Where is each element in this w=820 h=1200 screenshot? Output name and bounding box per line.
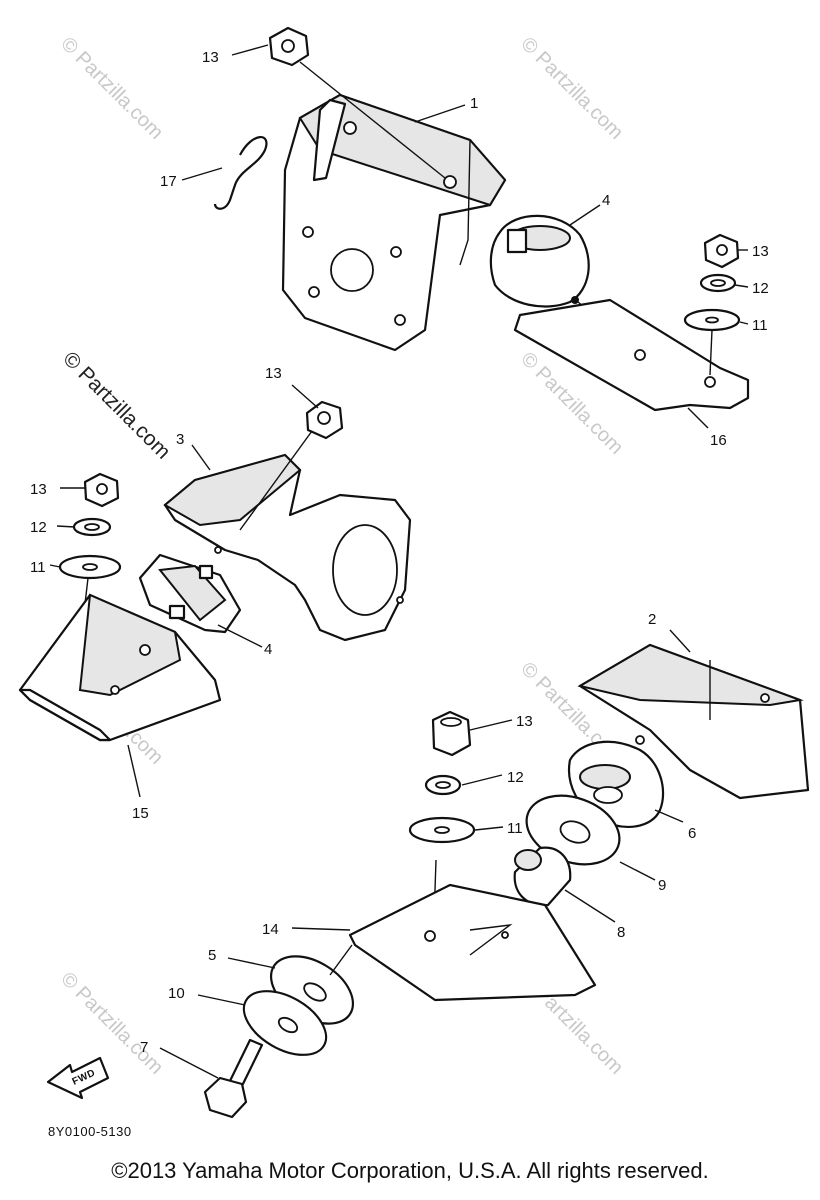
callout-4-lower: 4: [264, 641, 272, 658]
part-1-bracket: [281, 93, 507, 352]
callout-9: 9: [658, 877, 666, 894]
part-15-bracket: [18, 593, 222, 742]
copyright-notice: ©2013 Yamaha Motor Corporation, U.S.A. A…: [111, 1158, 709, 1183]
part-11-washer-center: [408, 816, 476, 921]
callout-16: 16: [710, 432, 727, 449]
part-12-washer-right: [699, 273, 737, 293]
part-13-nut-center: [431, 710, 472, 757]
callout-labels: 13 1 17 4 13 12 11 16 13 3 13 12 11 4 15…: [30, 49, 769, 1056]
fwd-arrow-icon: FWD: [46, 1056, 110, 1100]
callout-17: 17: [160, 173, 177, 190]
watermark-6: © Partzilla.com: [56, 968, 167, 1079]
callout-14: 14: [262, 921, 279, 938]
part-12-washer-center: [424, 774, 462, 796]
part-8-collar: [513, 846, 572, 907]
callout-10: 10: [168, 985, 185, 1002]
callout-3: 3: [176, 431, 184, 448]
part-13-nut-mid: [305, 400, 344, 440]
part-4-lower-mount: [138, 553, 242, 634]
callout-11-left: 11: [30, 559, 46, 576]
callout-2: 2: [648, 611, 656, 628]
callout-leaders: [49, 44, 749, 1079]
callout-11-center: 11: [507, 820, 523, 837]
callout-12-left: 12: [30, 519, 47, 536]
watermark-main: © Partzilla.com: [58, 347, 174, 463]
callout-15: 15: [132, 805, 149, 822]
callout-13-mid: 13: [265, 365, 282, 382]
callout-13-center: 13: [516, 713, 533, 730]
part-7-bolt: [203, 1038, 264, 1119]
callout-13-top: 13: [202, 49, 219, 66]
part-12-washer-left: [72, 517, 112, 537]
callout-12-right: 12: [752, 280, 769, 297]
callout-11-right: 11: [752, 317, 768, 334]
watermark-2: © Partzilla.com: [516, 33, 627, 144]
part-code: 8Y0100-5130: [48, 1124, 132, 1139]
callout-13-right: 13: [752, 243, 769, 260]
part-17-clip: [213, 136, 268, 210]
callout-13-left: 13: [30, 481, 47, 498]
part-13-nut-top: [268, 26, 446, 179]
callout-1: 1: [470, 95, 478, 112]
part-3-bracket: [163, 419, 412, 642]
callout-5: 5: [208, 947, 216, 964]
part-11-washer-right: [683, 308, 741, 376]
watermark-1: © Partzilla.com: [56, 33, 167, 144]
part-16-plate: [513, 298, 750, 412]
part-13-nut-right: [703, 233, 740, 269]
part-4-upper-mount: [489, 214, 641, 353]
callout-4-top: 4: [602, 192, 610, 209]
callout-6: 6: [688, 825, 696, 842]
callout-12-center: 12: [507, 769, 524, 786]
exploded-parts-diagram: © Partzilla.com © Partzilla.com © Partzi…: [18, 26, 810, 1139]
callout-8: 8: [617, 924, 625, 941]
part-14-bracket: [348, 883, 597, 1002]
part-10-washer: [242, 990, 328, 1056]
callout-7: 7: [140, 1039, 148, 1056]
part-13-nut-left: [83, 472, 120, 508]
part-2-bracket: [577, 643, 810, 800]
